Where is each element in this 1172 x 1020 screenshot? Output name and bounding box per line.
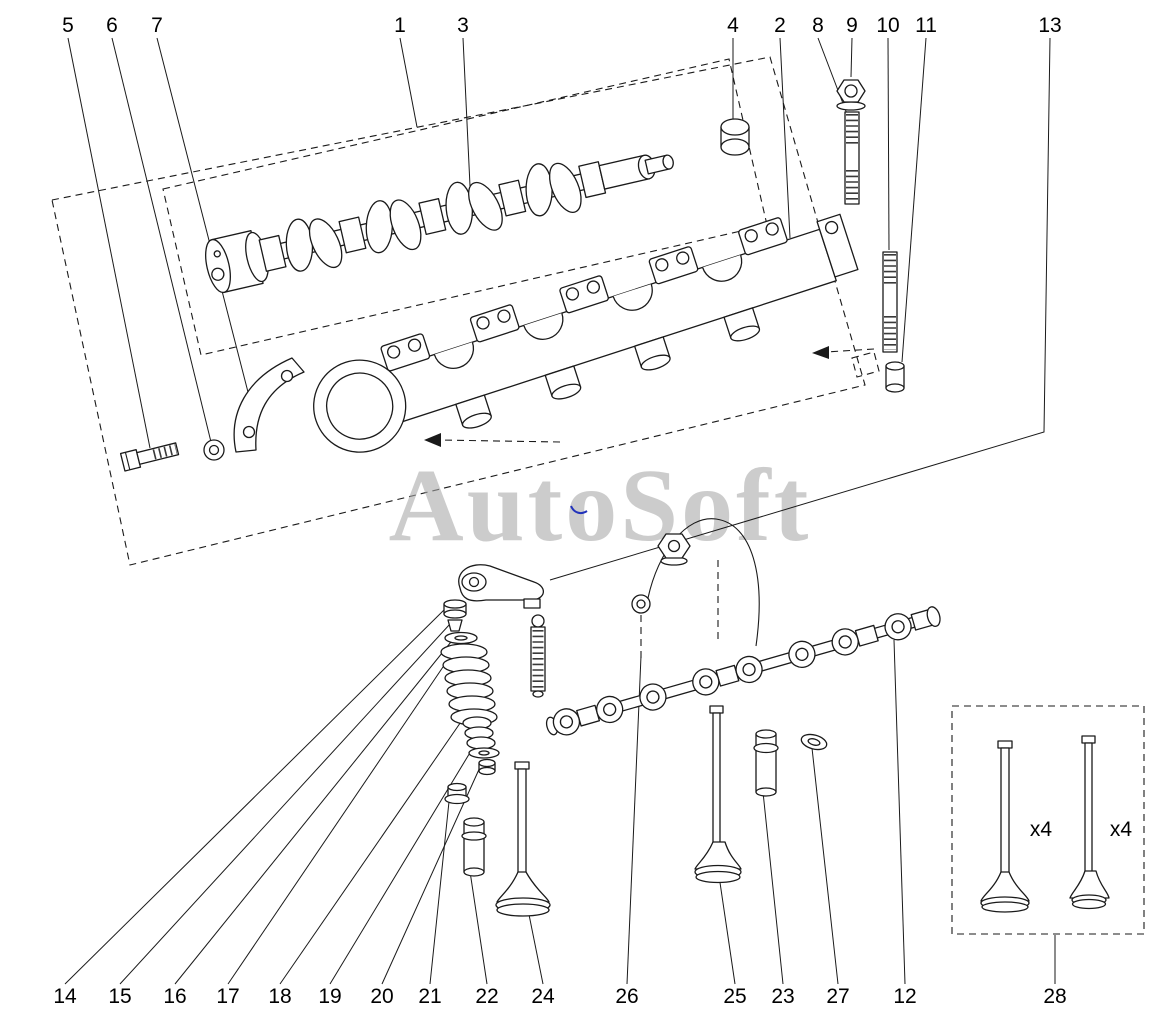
spring-seat-lower [468,747,500,759]
valve-guide-rear [753,729,779,797]
callout-28: 28 [1043,985,1066,1008]
valve-collets [447,619,463,632]
leader-5 [67,37,151,449]
callout-9: 9 [846,14,858,37]
callouts-bottom: 14 15 16 17 18 19 20 21 22 24 26 25 23 2… [53,985,1066,1008]
leader-23 [762,791,784,985]
spacer-sleeve [885,361,905,393]
callout-8: 8 [812,14,824,37]
callout-6: 6 [106,14,118,37]
valve-stem-seal [444,782,470,805]
leader-6 [111,37,212,443]
callout-4: 4 [727,14,739,37]
callout-22: 22 [475,985,498,1008]
callout-17: 17 [216,985,239,1008]
leader-3 [462,37,471,187]
leader-26 [626,655,642,985]
exhaust-valve [694,705,742,884]
valve-set-box: x4 x4 [951,705,1145,935]
leader-15 [119,623,451,985]
inset-qty-right: x4 [1110,818,1133,841]
valve-spring-stack [440,599,500,776]
callout-12: 12 [893,985,916,1008]
spring-seat-upper [444,631,478,645]
bolt [119,442,180,472]
valve-guide-front [461,817,487,877]
spring-retainer [443,599,467,619]
leader-12 [893,639,906,985]
washer [203,439,225,461]
callout-18: 18 [268,985,291,1008]
leader-17 [227,663,446,985]
camshaft-box [162,58,768,356]
callout-14: 14 [53,985,77,1008]
leader-16 [174,636,456,985]
leader-18 [279,715,466,985]
stud-long [882,251,898,353]
adjuster-screw [530,614,546,698]
callout-21: 21 [418,985,441,1008]
callout-2: 2 [774,14,786,37]
camshaft-thrust-plate [233,357,305,453]
leader-27 [811,747,839,985]
callout-13: 13 [1038,14,1061,37]
leader-2 [779,37,791,239]
callout-3: 3 [457,14,469,37]
callout-15: 15 [108,985,131,1008]
inset-exhaust-valve [1069,735,1110,910]
stud-short [844,111,860,205]
callout-10: 10 [876,14,899,37]
leader-11 [901,37,927,363]
leader-10 [887,37,890,251]
cam-follower-cap [720,118,750,156]
spring-cap [478,758,496,776]
callout-5: 5 [62,14,74,37]
callout-25: 25 [723,985,746,1008]
outer-assembly-box [51,56,866,566]
nut [836,79,866,111]
leader-8 [817,37,848,115]
valve-spring-outer [440,643,498,726]
callout-19: 19 [318,985,341,1008]
leader-13 [549,37,1051,581]
callouts-top: 5 6 7 1 3 4 2 8 9 10 11 13 [62,14,1062,37]
callout-11: 11 [915,14,937,37]
callout-16: 16 [163,985,186,1008]
camshaft [205,154,674,294]
watermark: AutoSoft [389,448,812,563]
leader-lines [64,37,1056,985]
callout-23: 23 [771,985,794,1008]
watermark-blue-mark [570,505,588,515]
ground-wire [631,518,760,658]
assembly-direction-arrows [424,346,880,447]
rocker-arm [458,564,545,609]
seal-washer [800,733,828,751]
leader-1 [399,37,418,128]
valve-spring-inner [462,716,496,750]
leader-9 [850,37,853,78]
leader-7 [156,37,250,397]
callout-1: 1 [394,14,406,37]
callout-27: 27 [826,985,849,1008]
inset-qty-left: x4 [1030,818,1053,841]
callout-26: 26 [615,985,638,1008]
leader-14 [64,607,447,985]
callout-7: 7 [151,14,163,37]
callout-20: 20 [370,985,393,1008]
inset-intake-valve [980,740,1030,913]
callout-24: 24 [531,985,555,1008]
rocker-housing [313,213,859,453]
intake-valve [495,761,551,917]
leader-21 [429,791,451,985]
rocker-shaft [545,606,941,736]
